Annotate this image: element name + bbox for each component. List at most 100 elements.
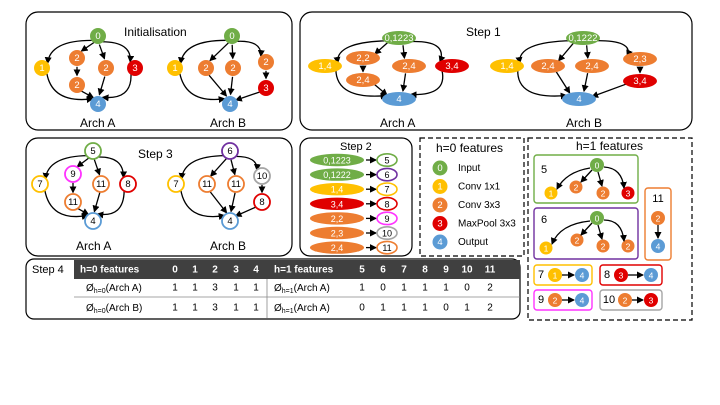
step2-new-label-node [376, 211, 398, 226]
edge-arrow [400, 73, 408, 92]
h1-f8-a [614, 268, 628, 282]
edge-arrow [229, 159, 237, 176]
h1-feature-7-id: 7 [538, 269, 544, 281]
node-mid1-label: 2,2 [356, 53, 369, 64]
table-h0-value: 1 [192, 283, 198, 294]
edge-arrow [76, 207, 90, 215]
table-h0-value: 3 [212, 283, 218, 294]
edge-arrow [227, 76, 235, 96]
h1-f6-edge [603, 219, 627, 242]
node-out [84, 212, 102, 230]
node-out [90, 96, 106, 112]
step3-arch-b-label: Arch B [210, 239, 246, 253]
table-h1-col: 10 [461, 265, 473, 276]
h1-f9-b-label: 4 [580, 296, 585, 306]
edge-arrow [228, 192, 236, 213]
step1-title: Step 1 [466, 25, 501, 39]
step2-new-label: 11 [382, 243, 391, 253]
step2-old-label-node [310, 212, 364, 225]
table-h0-value: 1 [233, 303, 239, 314]
node-right2 [623, 74, 657, 88]
table-h0-col: 3 [233, 265, 239, 276]
step2-new-label-node [376, 196, 398, 211]
h1-f7-a-label: 1 [553, 271, 558, 281]
h1-feature-10-id: 10 [603, 294, 615, 306]
node-right1 [98, 60, 114, 76]
node-right1 [258, 54, 274, 70]
edge-arrow [42, 155, 89, 180]
node-left-label: 1 [39, 63, 44, 74]
edge-arrow [96, 190, 125, 219]
node-top [382, 31, 416, 45]
legend-h0-id-4: 4 [437, 237, 442, 248]
table-h0-col: 4 [253, 265, 259, 276]
step2-new-label-node [376, 153, 398, 168]
step2-old-label-node [310, 241, 364, 254]
node-top-label: 0 [95, 31, 100, 42]
h1-feature-6-box [533, 207, 639, 260]
h1-feature-9-box [533, 289, 593, 311]
table-h1-value: 1 [443, 283, 449, 294]
node-out [562, 92, 596, 106]
h1-f5-child-4-label: 3 [626, 189, 631, 199]
edge-arrow [46, 72, 94, 104]
node-right2-label: 8 [259, 197, 264, 208]
edge-arrow [98, 44, 106, 60]
table-h1-value: 1 [422, 283, 428, 294]
node-mid2 [225, 60, 241, 76]
edge-arrow [234, 205, 258, 217]
node-top-label: 5 [90, 146, 95, 157]
legend-h0-swatch-4 [432, 234, 448, 250]
h1-f6-child-1-label: 1 [544, 244, 549, 254]
legend-h0-swatch-0 [432, 160, 448, 176]
node-right2 [258, 80, 274, 96]
node-out-label: 4 [95, 99, 100, 110]
edge-arrow [209, 191, 228, 214]
node-right1-label: 2,3 [633, 54, 646, 65]
edge-arrow [555, 71, 571, 94]
node-mid1-label: 2 [203, 63, 208, 74]
h1-f6-root-label: 0 [595, 214, 600, 224]
node-out-label: 4 [227, 216, 232, 227]
panel-step3 [25, 137, 293, 257]
table-h1-value: 1 [359, 283, 365, 294]
h1-f9-a [548, 293, 562, 307]
node-left-label: 7 [37, 179, 42, 190]
h1-f10-b-label: 3 [649, 296, 654, 306]
legend-h0-label-0: Input [458, 163, 480, 174]
node-right1 [623, 52, 657, 66]
edge-arrow [208, 74, 228, 97]
node-mid2 [64, 193, 82, 211]
table-h1-col: 11 [485, 265, 496, 276]
edge-arrow [409, 69, 444, 99]
h1-feature-9-id: 9 [538, 294, 544, 306]
edge-arrow [591, 82, 629, 98]
node-mid1 [346, 51, 380, 65]
node-mid2-label: 2,4 [585, 61, 598, 72]
legend-h0-id-0: 0 [437, 163, 442, 174]
edge-arrow [209, 42, 229, 62]
node-right2-label: 3,4 [633, 76, 646, 87]
step2-old-label: 2,3 [331, 229, 344, 239]
table-h0-value: 1 [192, 303, 198, 314]
node-right2-label: 8 [125, 179, 130, 190]
edge-arrow [333, 40, 388, 65]
legend-h0-id-1: 1 [437, 182, 442, 193]
h1-f11-b [651, 239, 665, 253]
node-right1 [253, 167, 271, 185]
h1-f5-child-3 [596, 186, 610, 200]
init-arch-a-label: Arch A [80, 116, 115, 130]
table-h0-value: 3 [212, 303, 218, 314]
node-mid2-label: 2 [74, 80, 79, 91]
node-mid2 [346, 73, 380, 87]
edge-arrow [557, 42, 575, 62]
node-mid1 [198, 60, 214, 76]
node-mid2-label: 2,4 [356, 75, 369, 86]
legend-h0-label-1: Conv 1x1 [458, 182, 501, 193]
step2-old-label-node [310, 168, 364, 181]
table-h1-value: 1 [401, 283, 407, 294]
edge-arrow [76, 157, 90, 168]
